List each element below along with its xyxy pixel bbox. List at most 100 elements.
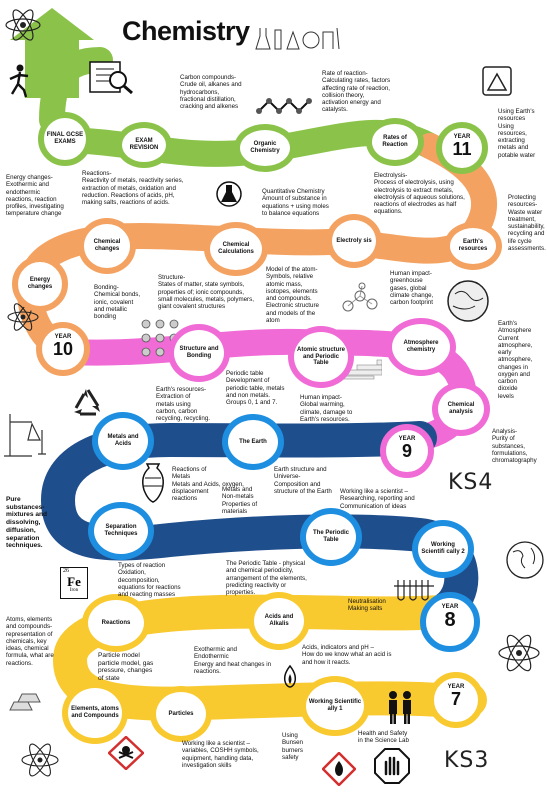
text-structure: Structure- States of matter, state symbo… <box>158 274 254 310</box>
molecule-chain-icon <box>256 98 312 114</box>
flammable-hazard-icon <box>322 752 356 786</box>
bunsen-flame-icon <box>283 664 297 688</box>
year-8-badge: YEAR 8 <box>420 592 480 652</box>
text-earths-atmosphere: Earth's Atmosphere Current atmosphere, e… <box>498 320 533 400</box>
year-10-number: 10 <box>52 339 74 359</box>
green-road-start <box>39 47 113 133</box>
text-acids-indicators: Acids, indicators and pH – How do we kno… <box>302 644 392 666</box>
node-energy-changes[interactable]: Energy changes <box>12 256 68 312</box>
text-periodic-table-y10: Periodic table Development of periodic t… <box>226 370 285 406</box>
text-carbon-compounds: Carbon compounds- Crude oil, alkanes and… <box>180 74 242 110</box>
page-title: Chemistry <box>122 16 250 46</box>
text-exothermic-endothermic: Exothermic and Endothermic Energy and he… <box>194 646 272 675</box>
iron-element-tile: 26 Fe Iron <box>60 567 88 599</box>
year-8-word: YEAR <box>441 604 459 610</box>
node-separation-techniques[interactable]: Separation Techniques <box>88 502 154 560</box>
node-chemical-calculations[interactable]: Chemical Calculations <box>204 222 268 276</box>
year-11-word: YEAR <box>453 134 471 140</box>
node-electrolysis[interactable]: Electroly sis <box>326 214 382 268</box>
ks4-label: KS4 <box>448 470 494 495</box>
node-reactions[interactable]: Reactions <box>82 594 150 652</box>
atom-icon-3 <box>498 634 540 672</box>
node-final-gcse-exams[interactable]: FINAL GCSE EXAMS <box>38 112 92 166</box>
year-8-number: 8 <box>444 609 456 631</box>
lab-stand-icon <box>4 414 46 457</box>
text-energy-changes: Energy changes- Exothermic and endotherm… <box>6 174 64 218</box>
text-analysis: Analysis- Purity of substances, formulat… <box>492 428 537 464</box>
text-periodic-table-y8: The Periodic Table - physical and chemic… <box>226 560 307 596</box>
node-working-scientifically-1[interactable]: Working Scientific ally 1 <box>300 676 370 736</box>
year-11-number: 11 <box>452 139 472 159</box>
node-atmosphere-chemistry[interactable]: Atmosphere chemistry <box>386 318 456 376</box>
exam-paper-icon <box>89 61 133 94</box>
node-atomic-structure[interactable]: Atomic structure and Periodic Table <box>288 326 354 388</box>
node-metals-and-acids[interactable]: Metals and Acids <box>92 412 154 470</box>
text-protecting-resources: Protecting resources- Waste water treatm… <box>508 194 546 252</box>
year-7-number: 7 <box>450 689 461 709</box>
text-neutralisation: Neutralisation Making salts <box>348 598 386 613</box>
test-tubes-icon <box>394 580 434 601</box>
node-elements-atoms-compounds[interactable]: Elements, atoms and Compounds <box>62 682 128 744</box>
flask-icon <box>216 181 242 207</box>
text-types-of-reaction: Types of reaction Oxidation, decompositi… <box>118 562 181 598</box>
node-chemical-changes[interactable]: Chemical changes <box>78 218 136 274</box>
recycling-icon <box>74 389 100 416</box>
text-metals-non-metals: Metals and Non-metals Properties of mate… <box>222 486 258 515</box>
node-the-earth[interactable]: The Earth <box>222 414 284 470</box>
text-human-impact-1: Human impact- greenhouse gases, global c… <box>390 270 434 306</box>
iron-symbol: Fe <box>67 574 81 589</box>
text-bunsen-safety: Using Bunsen burners safety <box>282 732 303 761</box>
year-9-badge: YEAR 9 <box>380 424 434 478</box>
year-11-badge: YEAR 11 <box>436 122 488 174</box>
lab-equipment-icon <box>255 27 340 50</box>
iron-atomic-number: 26 <box>63 568 69 574</box>
text-atoms-elements: Atoms, elements and compounds- represent… <box>6 616 54 667</box>
safety-people-icon <box>389 691 411 724</box>
year-10-badge: YEAR 10 <box>36 322 90 376</box>
atom-icon <box>5 9 41 41</box>
text-earth-structure: Earth structure and Universe- Compositio… <box>274 466 332 495</box>
text-earths-resources-y9: Earth's resources- Extraction of metals … <box>156 386 210 422</box>
text-rate-of-reaction: Rate of reaction- Calculating rates, fac… <box>322 70 391 114</box>
node-working-scientifically-2[interactable]: Working Scientifi cally 2 <box>412 520 474 578</box>
year-9-word: YEAR <box>398 436 416 442</box>
year-10-word: YEAR <box>54 334 72 340</box>
text-particle-model: Particle model particle model, gas press… <box>98 652 154 683</box>
globe-icon <box>506 541 544 579</box>
molecule-model-icon <box>342 282 378 312</box>
gold-bars-icon <box>9 693 41 711</box>
climbing-person-icon <box>9 64 29 98</box>
node-exam-revision[interactable]: EXAM REVISION <box>116 122 172 168</box>
year-9-number: 9 <box>401 441 412 461</box>
node-the-periodic-table[interactable]: The Periodic Table <box>300 508 362 566</box>
text-pure-substances: Pure substances- mixtures and dissolving… <box>6 496 48 550</box>
text-working-like-scientist-y9: Working like a scientist – Researching, … <box>340 488 415 510</box>
node-earths-resources[interactable]: Earth's resources <box>444 222 502 270</box>
node-acids-and-alkalis[interactable]: Acids and Alkalis <box>248 592 310 650</box>
node-structure-and-bonding[interactable]: Structure and Bonding <box>168 324 230 382</box>
year-7-word: YEAR <box>447 684 465 690</box>
text-working-like-scientist-y7: Working like a scientist – variables, CO… <box>182 740 259 769</box>
text-reactions-y10: Reactions- Reactivity of metals, reactiv… <box>82 170 184 206</box>
vase-icon <box>142 463 164 503</box>
text-quantitative-chemistry: Quantitative Chemistry Amount of substan… <box>262 188 329 217</box>
text-human-impact-2: Human impact- Global warming, climate, d… <box>300 394 353 423</box>
atom-icon-4 <box>21 743 59 777</box>
node-rates-of-reaction[interactable]: Rates of Reaction <box>366 118 424 166</box>
text-reactions-of-metals: Reactions of Metals Metals and Acids, ox… <box>172 466 244 502</box>
node-chemical-analysis[interactable]: Chemical analysis <box>432 382 490 436</box>
text-bonding: Bonding- Chemical bonds, ionic, covalent… <box>94 284 141 320</box>
text-health-and-safety: Health and Safety in the Science Lab <box>358 730 409 745</box>
polluted-earth-icon <box>447 280 489 322</box>
resources-icon <box>482 66 512 96</box>
stop-hand-icon <box>374 748 410 784</box>
text-model-of-atom: Model of the atom- Symbols, relative ato… <box>266 266 319 324</box>
toxic-hazard-icon <box>108 736 144 770</box>
node-organic-chemistry[interactable]: Organic Chemistry <box>234 124 296 172</box>
node-particles[interactable]: Particles <box>150 686 212 742</box>
iron-name: Iron <box>69 588 79 593</box>
text-electrolysis: Electrolysis- Process of electrolysis, u… <box>374 172 465 216</box>
text-using-earths-resources: Using Earth's resources Using resources,… <box>498 108 536 159</box>
year-7-badge: YEAR 7 <box>428 672 484 728</box>
